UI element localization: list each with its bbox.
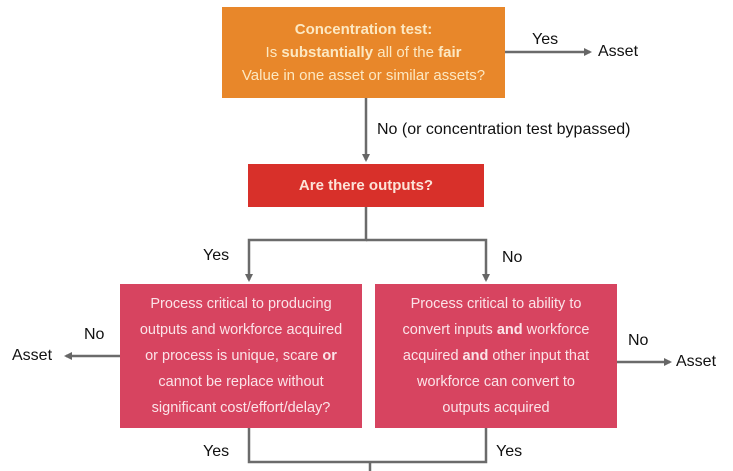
text: significant cost/effort/delay? <box>151 400 331 416</box>
text-bold: substantially <box>281 44 374 61</box>
outputs-question-text: Are there outputs? <box>298 177 434 194</box>
text: convert inputs <box>402 322 497 338</box>
branch-outputs-no <box>366 238 490 282</box>
text: outputs acquired <box>442 400 550 416</box>
concentration-asset-label: Asset <box>598 43 639 60</box>
concentration-no-label: No (or concentration test bypassed) <box>377 121 631 138</box>
right-yes-label: Yes <box>496 443 523 460</box>
text: Process critical to ability to <box>410 296 582 312</box>
text: cannot be replace without <box>158 374 324 390</box>
text: workforce <box>522 322 590 338</box>
text: or process is unique, scare or <box>145 343 337 369</box>
right-no-label: No <box>628 332 649 349</box>
text-bold: and <box>462 348 489 364</box>
text-bold: or <box>322 348 337 364</box>
text: acquired and other input that <box>403 343 589 369</box>
text: convert inputs and workforce <box>403 317 590 343</box>
concentration-title: Concentration test: <box>294 21 433 38</box>
text: or process is unique, scare <box>145 348 323 364</box>
right-asset-label: Asset <box>676 353 717 370</box>
outputs-no-label: No <box>502 249 523 266</box>
text-bold: and <box>496 322 523 338</box>
process-producing-box: Process critical to producing outputs an… <box>120 284 362 428</box>
outputs-question-box: Are there outputs? <box>248 164 484 207</box>
text: other input that <box>488 348 590 364</box>
concentration-yes-label: Yes <box>532 31 559 48</box>
concentration-line3: Value in one asset or similar assets? <box>241 67 486 84</box>
branch-outputs <box>245 207 368 282</box>
concentration-test-box: Concentration test: Is substantially all… <box>222 7 505 98</box>
text: Is <box>265 44 282 61</box>
text: workforce can convert to <box>417 374 575 390</box>
text: all of the <box>373 44 439 61</box>
merge-yes <box>247 428 488 464</box>
left-asset-label: Asset <box>12 347 53 364</box>
left-yes-label: Yes <box>203 443 230 460</box>
process-converting-box: Process critical to ability to convert i… <box>375 284 617 428</box>
text: acquired <box>402 348 463 364</box>
left-no-label: No <box>84 326 105 343</box>
outputs-yes-label: Yes <box>203 247 230 264</box>
concentration-line2: Is substantially all of the fair <box>266 41 462 64</box>
text: outputs and workforce acquired <box>139 322 343 338</box>
text-bold: fair <box>438 44 462 61</box>
text: Process critical to producing <box>150 296 332 312</box>
